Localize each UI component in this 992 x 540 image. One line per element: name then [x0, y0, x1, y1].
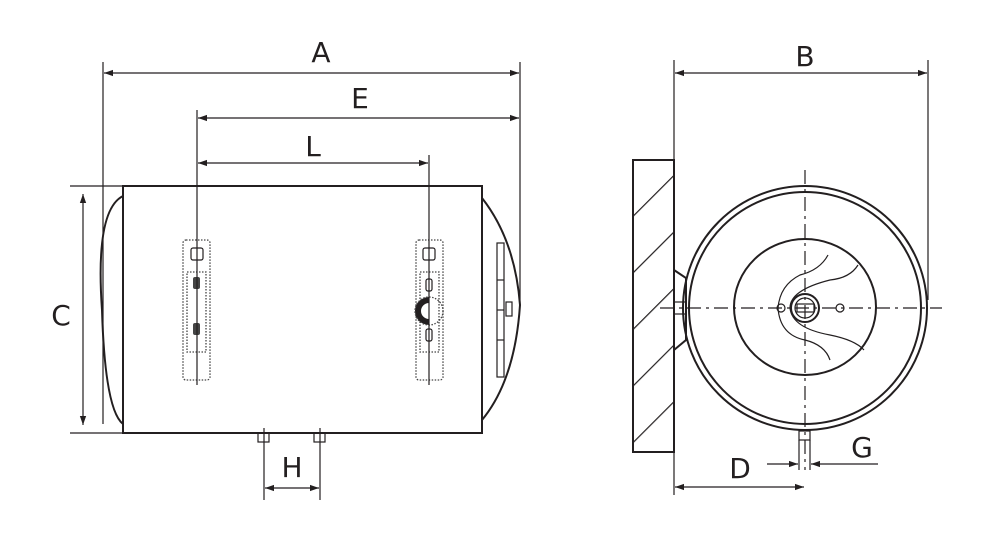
label-d: D	[729, 452, 751, 485]
tank-outer-circle	[682, 185, 928, 431]
thermostat-knob	[505, 301, 513, 317]
drain-connector	[798, 430, 811, 441]
end-view: B D G	[632, 40, 942, 495]
end-cover	[733, 238, 877, 376]
side-view: A E L C H	[51, 36, 522, 500]
wall-section	[632, 159, 675, 453]
label-h: H	[281, 451, 302, 484]
label-l: L	[305, 130, 321, 163]
thermometer-gauge	[415, 297, 429, 325]
label-g: G	[851, 431, 873, 464]
left-end-cap	[99, 195, 124, 425]
thermostat-dial	[790, 293, 820, 323]
label-e: E	[351, 82, 369, 115]
right-end-cap	[481, 197, 522, 421]
label-c: C	[51, 299, 71, 332]
wall-bracket	[673, 269, 687, 351]
label-a: A	[311, 36, 330, 69]
tank-body	[122, 185, 483, 434]
label-b: B	[795, 40, 814, 73]
